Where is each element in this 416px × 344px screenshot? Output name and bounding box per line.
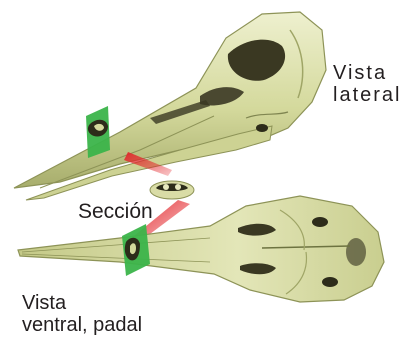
section-plane-top (86, 106, 110, 158)
ventral-skull (18, 196, 384, 302)
ventral-view-label-line2: ventral, padal (22, 314, 142, 336)
lateral-view-label: Vista lateral (333, 62, 401, 106)
section-label: Sección (78, 201, 153, 223)
section-cutout (150, 181, 194, 199)
lateral-view-label-line1: Vista (333, 62, 401, 84)
lateral-view-label-line2: lateral (333, 84, 401, 106)
ventral-view-label-line1: Vista (22, 292, 142, 314)
ventral-view-label: Vista ventral, padal (22, 292, 142, 336)
section-plane-bottom (122, 224, 150, 276)
